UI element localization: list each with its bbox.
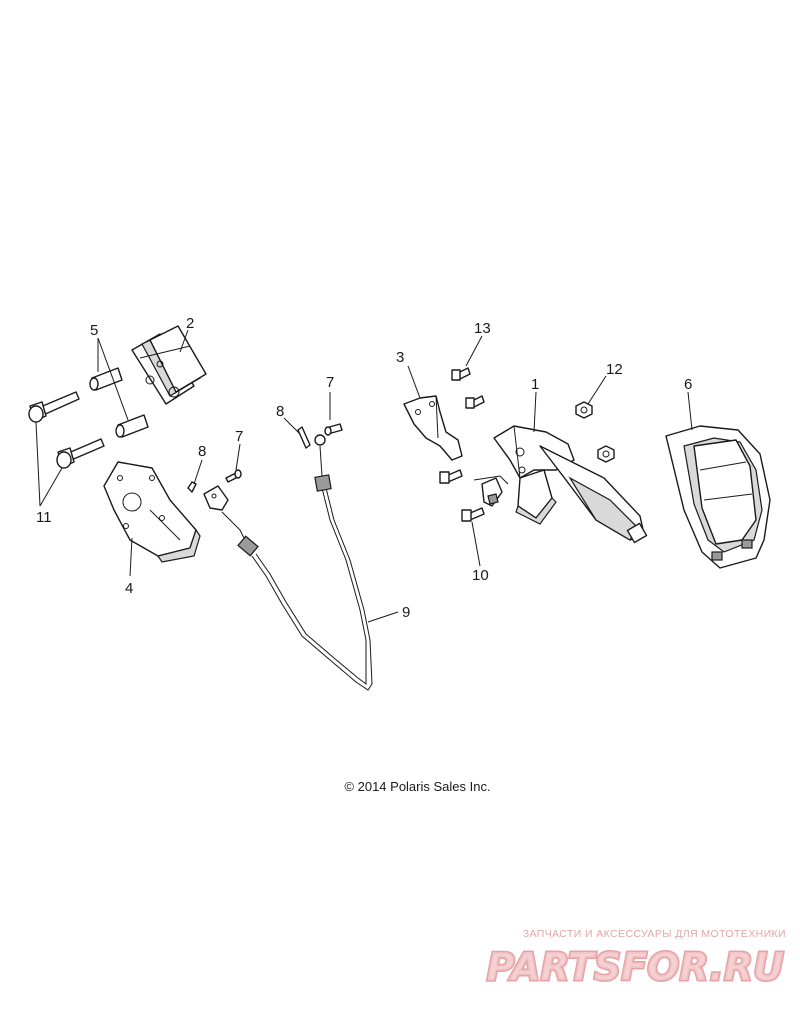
callout-9: 9 — [402, 604, 410, 621]
part-4-mounting-plate — [103, 461, 201, 563]
part-8-clip-right — [297, 426, 311, 449]
watermark: ЗАПЧАСТИ И АКСЕССУАРЫ ДЛЯ МОТОТЕХНИКИ PA… — [456, 928, 786, 990]
watermark-logo-fill: PARTSFOR.RU — [487, 945, 785, 989]
callout-4: 4 — [125, 580, 133, 597]
copyright-notice: © 2014 Polaris Sales Inc. — [344, 779, 491, 794]
watermark-logo-outline: PARTSFOR.RU — [487, 945, 785, 989]
part-11-bolts — [28, 391, 105, 469]
callout-2: 2 — [186, 315, 194, 332]
callout-10: 10 — [472, 567, 489, 584]
part-1-lever-assembly — [473, 425, 648, 544]
callout-7-left: 7 — [235, 428, 243, 445]
part-3-bracket — [403, 395, 463, 461]
part-9-cable — [203, 434, 373, 691]
callout-1: 1 — [531, 376, 539, 393]
watermark-tagline: ЗАПЧАСТИ И АКСЕССУАРЫ ДЛЯ МОТОТЕХНИКИ — [522, 928, 786, 940]
leader-lines — [35, 329, 693, 623]
part-5-spacers — [89, 367, 149, 438]
callout-12: 12 — [606, 361, 623, 378]
callout-3: 3 — [396, 349, 404, 366]
callout-labels: 1 2 3 4 5 6 7 7 8 8 9 10 11 12 13 — [36, 315, 692, 621]
part-2-pivot-bracket — [131, 325, 207, 405]
callout-13: 13 — [474, 320, 491, 337]
part-10-bolts — [439, 469, 485, 522]
part-13-bolts — [451, 367, 485, 409]
part-6-console-bezel — [665, 425, 771, 569]
part-8-clip-left — [187, 481, 197, 493]
part-12-nuts — [575, 401, 615, 463]
callout-11: 11 — [36, 509, 52, 526]
callout-6: 6 — [684, 376, 692, 393]
callout-5: 5 — [90, 322, 98, 339]
callout-7-right: 7 — [326, 374, 334, 391]
callout-8-left: 8 — [198, 443, 206, 460]
watermark-logo: PARTSFOR.RU PARTSFOR.RU — [485, 944, 786, 991]
part-7-pin-left — [225, 469, 242, 483]
callout-8-right: 8 — [276, 403, 284, 420]
part-7-pin-right — [324, 423, 343, 436]
